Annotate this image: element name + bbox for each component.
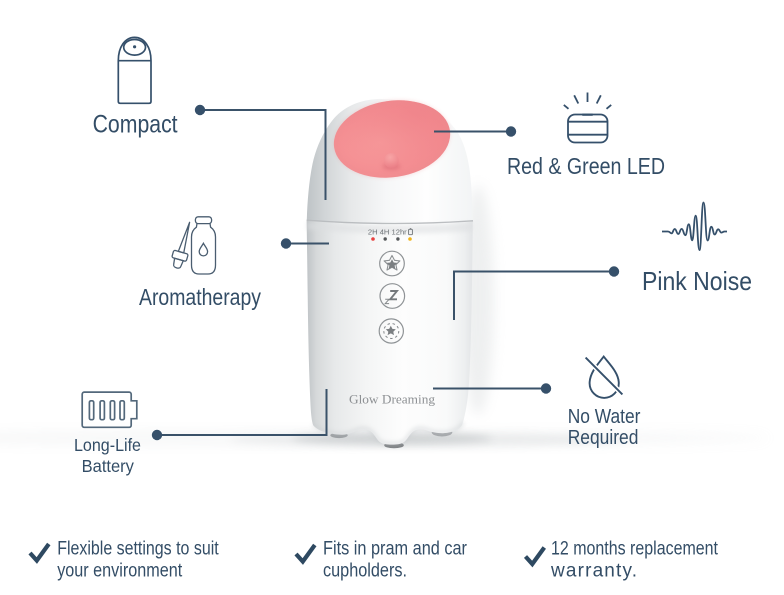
svg-text:No Water: No Water	[568, 406, 641, 428]
svg-text:Glow Dreaming: Glow Dreaming	[349, 392, 436, 407]
svg-text:2H 4H 12hr: 2H 4H 12hr	[368, 228, 407, 237]
svg-text:Required: Required	[568, 427, 639, 449]
svg-text:warranty.: warranty.	[550, 560, 637, 581]
svg-text:your environment: your environment	[57, 560, 183, 581]
svg-text:cupholders.: cupholders.	[323, 560, 407, 581]
svg-text:Aromatherapy: Aromatherapy	[139, 284, 261, 310]
svg-text:Flexible settings to suit: Flexible settings to suit	[57, 539, 219, 560]
svg-text:Fits in pram and car: Fits in pram and car	[323, 539, 468, 560]
svg-text:Compact: Compact	[93, 110, 178, 138]
svg-text:Red & Green LED: Red & Green LED	[507, 153, 665, 179]
svg-text:Battery: Battery	[82, 456, 135, 476]
svg-text:Long-Life: Long-Life	[74, 435, 141, 455]
svg-text:Pink Noise: Pink Noise	[642, 266, 752, 296]
svg-text:12 months replacement: 12 months replacement	[551, 539, 719, 560]
